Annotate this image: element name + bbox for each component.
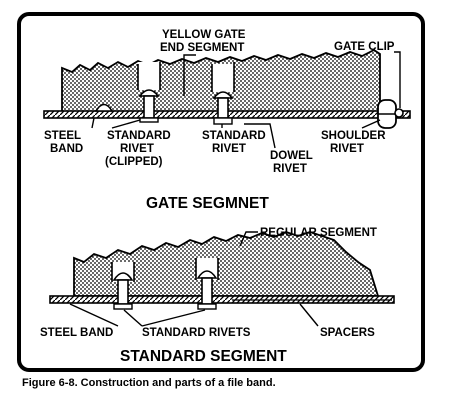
standard-segment-drawing: [49, 231, 395, 327]
label-yellow-gate: YELLOW GATE: [162, 29, 246, 41]
standard-rivet-a: [112, 272, 134, 310]
gate-segment-title: GATE SEGMNET: [146, 195, 269, 212]
label-steel: STEEL: [44, 130, 81, 142]
label-clipped: (CLIPPED): [105, 156, 163, 168]
label-rivet-1: RIVET: [120, 143, 154, 155]
figure-frame: [17, 12, 425, 372]
standard-steel-band: [49, 295, 395, 304]
label-rivet-2: RIVET: [212, 143, 246, 155]
label-steel-band: STEEL BAND: [40, 327, 113, 339]
figure-caption: Figure 6-8. Construction and parts of a …: [22, 377, 276, 389]
gate-segment-drawing: [43, 48, 411, 149]
label-standard-rivet-1: STANDARD: [107, 130, 171, 142]
standard-rivet-clipped: [138, 89, 160, 123]
label-dowel: DOWEL: [270, 150, 313, 162]
standard-file-body: [73, 231, 380, 297]
standard-rivet-b: [196, 270, 218, 310]
dowel-rivet: [94, 103, 114, 112]
label-spacers: SPACERS: [320, 327, 375, 339]
label-regular-segment: REGULAR SEGMENT: [260, 227, 377, 239]
standard-rivet: [212, 91, 234, 125]
label-rivet-4: RIVET: [330, 143, 364, 155]
standard-segment-title: STANDARD SEGMENT: [120, 348, 287, 365]
label-gate-clip: GATE CLIP: [334, 41, 395, 53]
label-shoulder: SHOULDER: [321, 130, 386, 142]
label-standard-rivets: STANDARD RIVETS: [142, 327, 251, 339]
label-rivet-3: RIVET: [273, 163, 307, 175]
label-end-segment: END SEGMENT: [160, 42, 244, 54]
label-band: BAND: [50, 143, 83, 155]
label-standard-rivet-2: STANDARD: [202, 130, 266, 142]
shoulder-rivet: [377, 99, 404, 129]
